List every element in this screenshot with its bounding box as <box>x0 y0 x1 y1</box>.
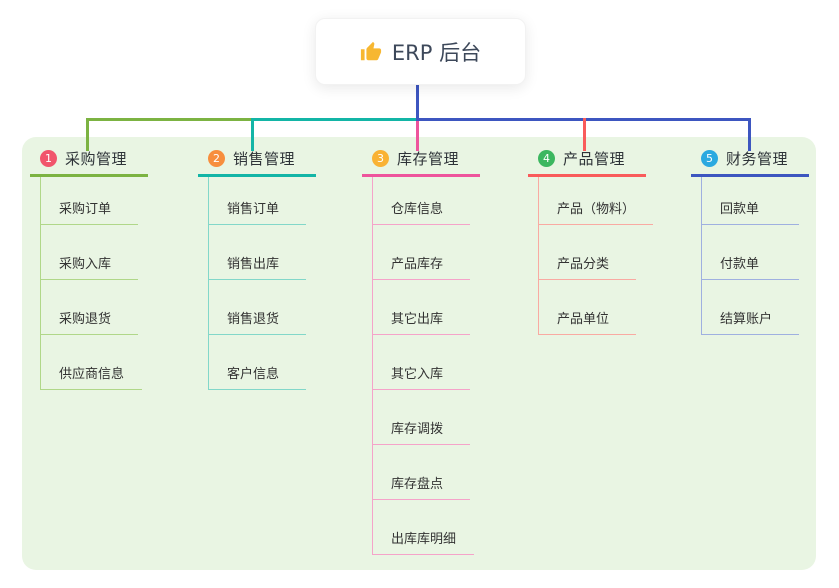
child-item[interactable]: 客户信息 <box>209 335 306 390</box>
branch-product: 4 产品管理 产品（物料） 产品分类 产品单位 <box>528 148 654 335</box>
branch-children: 仓库信息 产品库存 其它出库 其它入库 库存调拨 库存盘点 出库库明细 <box>372 177 480 555</box>
child-item[interactable]: 销售退货 <box>209 280 306 335</box>
branch-children: 产品（物料） 产品分类 产品单位 <box>538 177 654 335</box>
child-item[interactable]: 库存调拨 <box>373 390 470 445</box>
connector-drop-inventory <box>416 121 419 151</box>
branch-header-finance[interactable]: 5 财务管理 <box>691 148 809 177</box>
child-item[interactable]: 库存盘点 <box>373 445 470 500</box>
connector-drop-finance <box>748 118 751 151</box>
connector-bus-midleft <box>254 118 416 121</box>
child-item[interactable]: 其它入库 <box>373 335 470 390</box>
child-item[interactable]: 采购入库 <box>41 225 138 280</box>
badge-2: 2 <box>208 149 225 167</box>
child-item[interactable]: 付款单 <box>702 225 799 280</box>
child-item[interactable]: 回款单 <box>702 177 799 225</box>
badge-1: 1 <box>40 149 57 167</box>
child-item[interactable]: 销售出库 <box>209 225 306 280</box>
badge-5: 5 <box>701 149 718 167</box>
connector-root-stem <box>416 82 419 118</box>
root-node[interactable]: ERP 后台 <box>315 18 526 85</box>
badge-3: 3 <box>372 149 389 167</box>
child-item[interactable]: 供应商信息 <box>41 335 143 390</box>
child-item[interactable]: 产品单位 <box>539 280 636 335</box>
child-item[interactable]: 产品库存 <box>373 225 470 280</box>
child-item[interactable]: 出库库明细 <box>373 500 475 555</box>
branch-sales: 2 销售管理 销售订单 销售出库 销售退货 客户信息 <box>198 148 316 390</box>
connector-drop-product <box>583 118 586 151</box>
branch-children: 采购订单 采购入库 采购退货 供应商信息 <box>40 177 148 390</box>
child-item[interactable]: 销售订单 <box>209 177 306 225</box>
branch-title: 采购管理 <box>65 149 128 168</box>
branch-children: 销售订单 销售出库 销售退货 客户信息 <box>208 177 316 390</box>
branch-title: 销售管理 <box>233 149 296 168</box>
child-item[interactable]: 产品分类 <box>539 225 636 280</box>
child-item[interactable]: 其它出库 <box>373 280 470 335</box>
canvas-panel <box>22 137 816 570</box>
branch-purchase: 1 采购管理 采购订单 采购入库 采购退货 供应商信息 <box>30 148 148 390</box>
root-title: ERP 后台 <box>391 40 482 65</box>
branch-inventory: 3 库存管理 仓库信息 产品库存 其它出库 其它入库 库存调拨 库存盘点 出库库… <box>362 148 480 555</box>
child-item[interactable]: 采购退货 <box>41 280 138 335</box>
child-item[interactable]: 仓库信息 <box>373 177 470 225</box>
branch-header-product[interactable]: 4 产品管理 <box>528 148 646 177</box>
child-item[interactable]: 产品（物料） <box>539 177 654 225</box>
branch-header-purchase[interactable]: 1 采购管理 <box>30 148 148 177</box>
branch-children: 回款单 付款单 结算账户 <box>701 177 809 335</box>
connector-drop-sales <box>251 118 254 151</box>
branch-title: 产品管理 <box>563 149 626 168</box>
badge-4: 4 <box>538 149 555 167</box>
branch-header-sales[interactable]: 2 销售管理 <box>198 148 316 177</box>
child-item[interactable]: 结算账户 <box>702 280 799 335</box>
branch-header-inventory[interactable]: 3 库存管理 <box>362 148 480 177</box>
thumbs-up-icon <box>360 41 382 63</box>
child-item[interactable]: 采购订单 <box>41 177 138 225</box>
connector-bus-left <box>86 118 254 121</box>
connector-drop-purchase <box>86 118 89 151</box>
branch-finance: 5 财务管理 回款单 付款单 结算账户 <box>691 148 809 335</box>
branch-title: 库存管理 <box>397 149 460 168</box>
branch-title: 财务管理 <box>726 149 789 168</box>
